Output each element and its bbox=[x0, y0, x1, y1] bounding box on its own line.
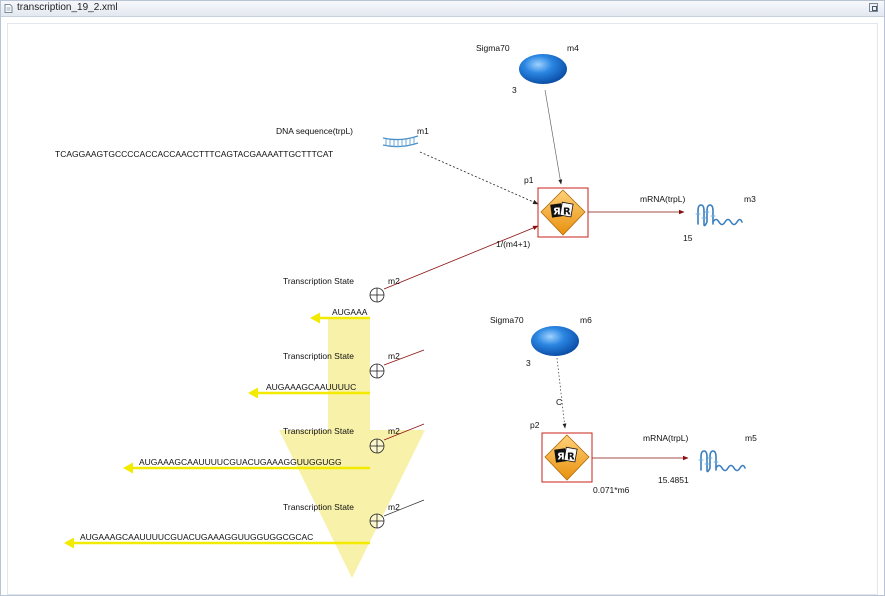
svg-text:Я: Я bbox=[557, 452, 565, 463]
dna-sequence: TCAGGAAGTGCCCCACCACCAACCTTTCAGTACGAAAATT… bbox=[55, 149, 333, 159]
species-id: m5 bbox=[745, 433, 757, 443]
transcript-arrowhead bbox=[310, 312, 320, 324]
diagram-canvas-frame bbox=[7, 23, 878, 595]
restore-button[interactable] bbox=[869, 3, 878, 12]
transcript-arrowhead bbox=[248, 387, 258, 399]
transcription-state-2[interactable]: Transcription State m2 AUGAAAGCAAUUUUC bbox=[248, 351, 400, 399]
edge-sigma70-to-p1[interactable] bbox=[544, 89, 563, 185]
species-sigma70-m6[interactable]: Sigma70 m6 3 bbox=[490, 315, 592, 368]
process-formula: 1/(m4+1) bbox=[496, 239, 530, 249]
species-name: Sigma70 bbox=[476, 43, 510, 53]
transcription-r-icon: Я R bbox=[550, 201, 574, 218]
association-glyph bbox=[369, 513, 385, 529]
mrna-icon bbox=[695, 204, 743, 227]
state-id: m2 bbox=[388, 502, 400, 512]
edge-dna-to-p1[interactable] bbox=[419, 151, 539, 205]
process-id: p1 bbox=[524, 175, 534, 185]
process-box bbox=[541, 432, 593, 483]
sigma70-glyph bbox=[531, 326, 579, 356]
process-formula: 0.071*m6 bbox=[593, 485, 630, 495]
edge-label-c: C bbox=[556, 397, 562, 407]
association-glyph bbox=[369, 438, 385, 454]
window-title: transcription_19_2.xml bbox=[17, 2, 118, 13]
process-box bbox=[537, 187, 589, 238]
species-amount: 3 bbox=[526, 358, 531, 368]
transcript-sequence: AUGAAA bbox=[332, 307, 368, 317]
state-label: Transcription State bbox=[283, 426, 354, 436]
species-id: m3 bbox=[744, 194, 756, 204]
process-p1[interactable]: Я R p1 1/(m4+1) bbox=[496, 175, 589, 249]
association-glyph bbox=[369, 363, 385, 379]
species-name: Sigma70 bbox=[490, 315, 524, 325]
species-amount: 15.4851 bbox=[658, 475, 689, 485]
state-stub bbox=[383, 423, 425, 441]
species-amount: 3 bbox=[512, 85, 517, 95]
state-id: m2 bbox=[388, 351, 400, 361]
process-id: p2 bbox=[530, 420, 540, 430]
transcript-sequence: AUGAAAGCAAUUUUCGUACUGAAAGGUUGGUGGCGCAC bbox=[80, 532, 313, 542]
association-glyph bbox=[369, 287, 385, 303]
state-label: Transcription State bbox=[283, 502, 354, 512]
state-label: Transcription State bbox=[283, 351, 354, 361]
species-name: DNA sequence(trpL) bbox=[276, 126, 353, 136]
sigma70-glyph bbox=[519, 54, 567, 84]
title-bar[interactable]: transcription_19_2.xml bbox=[1, 1, 884, 17]
species-sigma70-m4[interactable]: Sigma70 m4 3 bbox=[476, 43, 579, 95]
transcription-state-4[interactable]: Transcription State m2 AUGAAAGCAAUUUUCGU… bbox=[64, 502, 400, 549]
transcript-sequence: AUGAAAGCAAUUUUC bbox=[266, 382, 356, 392]
species-amount: 15 bbox=[683, 233, 693, 243]
state-id: m2 bbox=[388, 276, 400, 286]
edge-sigma70-to-p2[interactable] bbox=[556, 357, 567, 429]
transcription-state-3[interactable]: Transcription State m2 AUGAAAGCAAUUUUCGU… bbox=[123, 426, 400, 474]
transcription-progress-overlay bbox=[279, 318, 425, 578]
species-mrna-m3[interactable]: mRNA(trpL) m3 15 bbox=[640, 194, 756, 243]
transcription-r-icon: Я R bbox=[554, 446, 578, 463]
transcript-arrowhead bbox=[123, 462, 133, 474]
svg-text:Я: Я bbox=[553, 207, 561, 218]
document-icon bbox=[4, 4, 13, 13]
species-name: mRNA(trpL) bbox=[640, 194, 686, 204]
svg-text:R: R bbox=[563, 207, 571, 218]
species-mrna-m5[interactable]: mRNA(trpL) m5 15.4851 bbox=[643, 433, 757, 485]
dna-strand-icon bbox=[382, 135, 419, 148]
state-stub bbox=[383, 349, 425, 366]
edge-state-to-p1[interactable] bbox=[383, 225, 539, 290]
transcript-arrowhead bbox=[64, 537, 74, 549]
svg-text:R: R bbox=[567, 452, 575, 463]
state-stub bbox=[383, 499, 425, 517]
species-name: mRNA(trpL) bbox=[643, 433, 689, 443]
transcript-sequence: AUGAAAGCAAUUUUCGUACUGAAAGGUUGGUGG bbox=[139, 457, 342, 467]
process-p2[interactable]: Я R p2 0.071*m6 bbox=[530, 420, 630, 495]
mrna-icon bbox=[698, 450, 746, 473]
species-id: m6 bbox=[580, 315, 592, 325]
state-id: m2 bbox=[388, 426, 400, 436]
species-dna-m1[interactable]: DNA sequence(trpL) m1 TCAGGAAGTGCCCCACCA… bbox=[55, 126, 429, 159]
transcription-state-1[interactable]: Transcription State m2 AUGAAA bbox=[283, 276, 400, 324]
species-id: m1 bbox=[417, 126, 429, 136]
state-label: Transcription State bbox=[283, 276, 354, 286]
species-id: m4 bbox=[567, 43, 579, 53]
